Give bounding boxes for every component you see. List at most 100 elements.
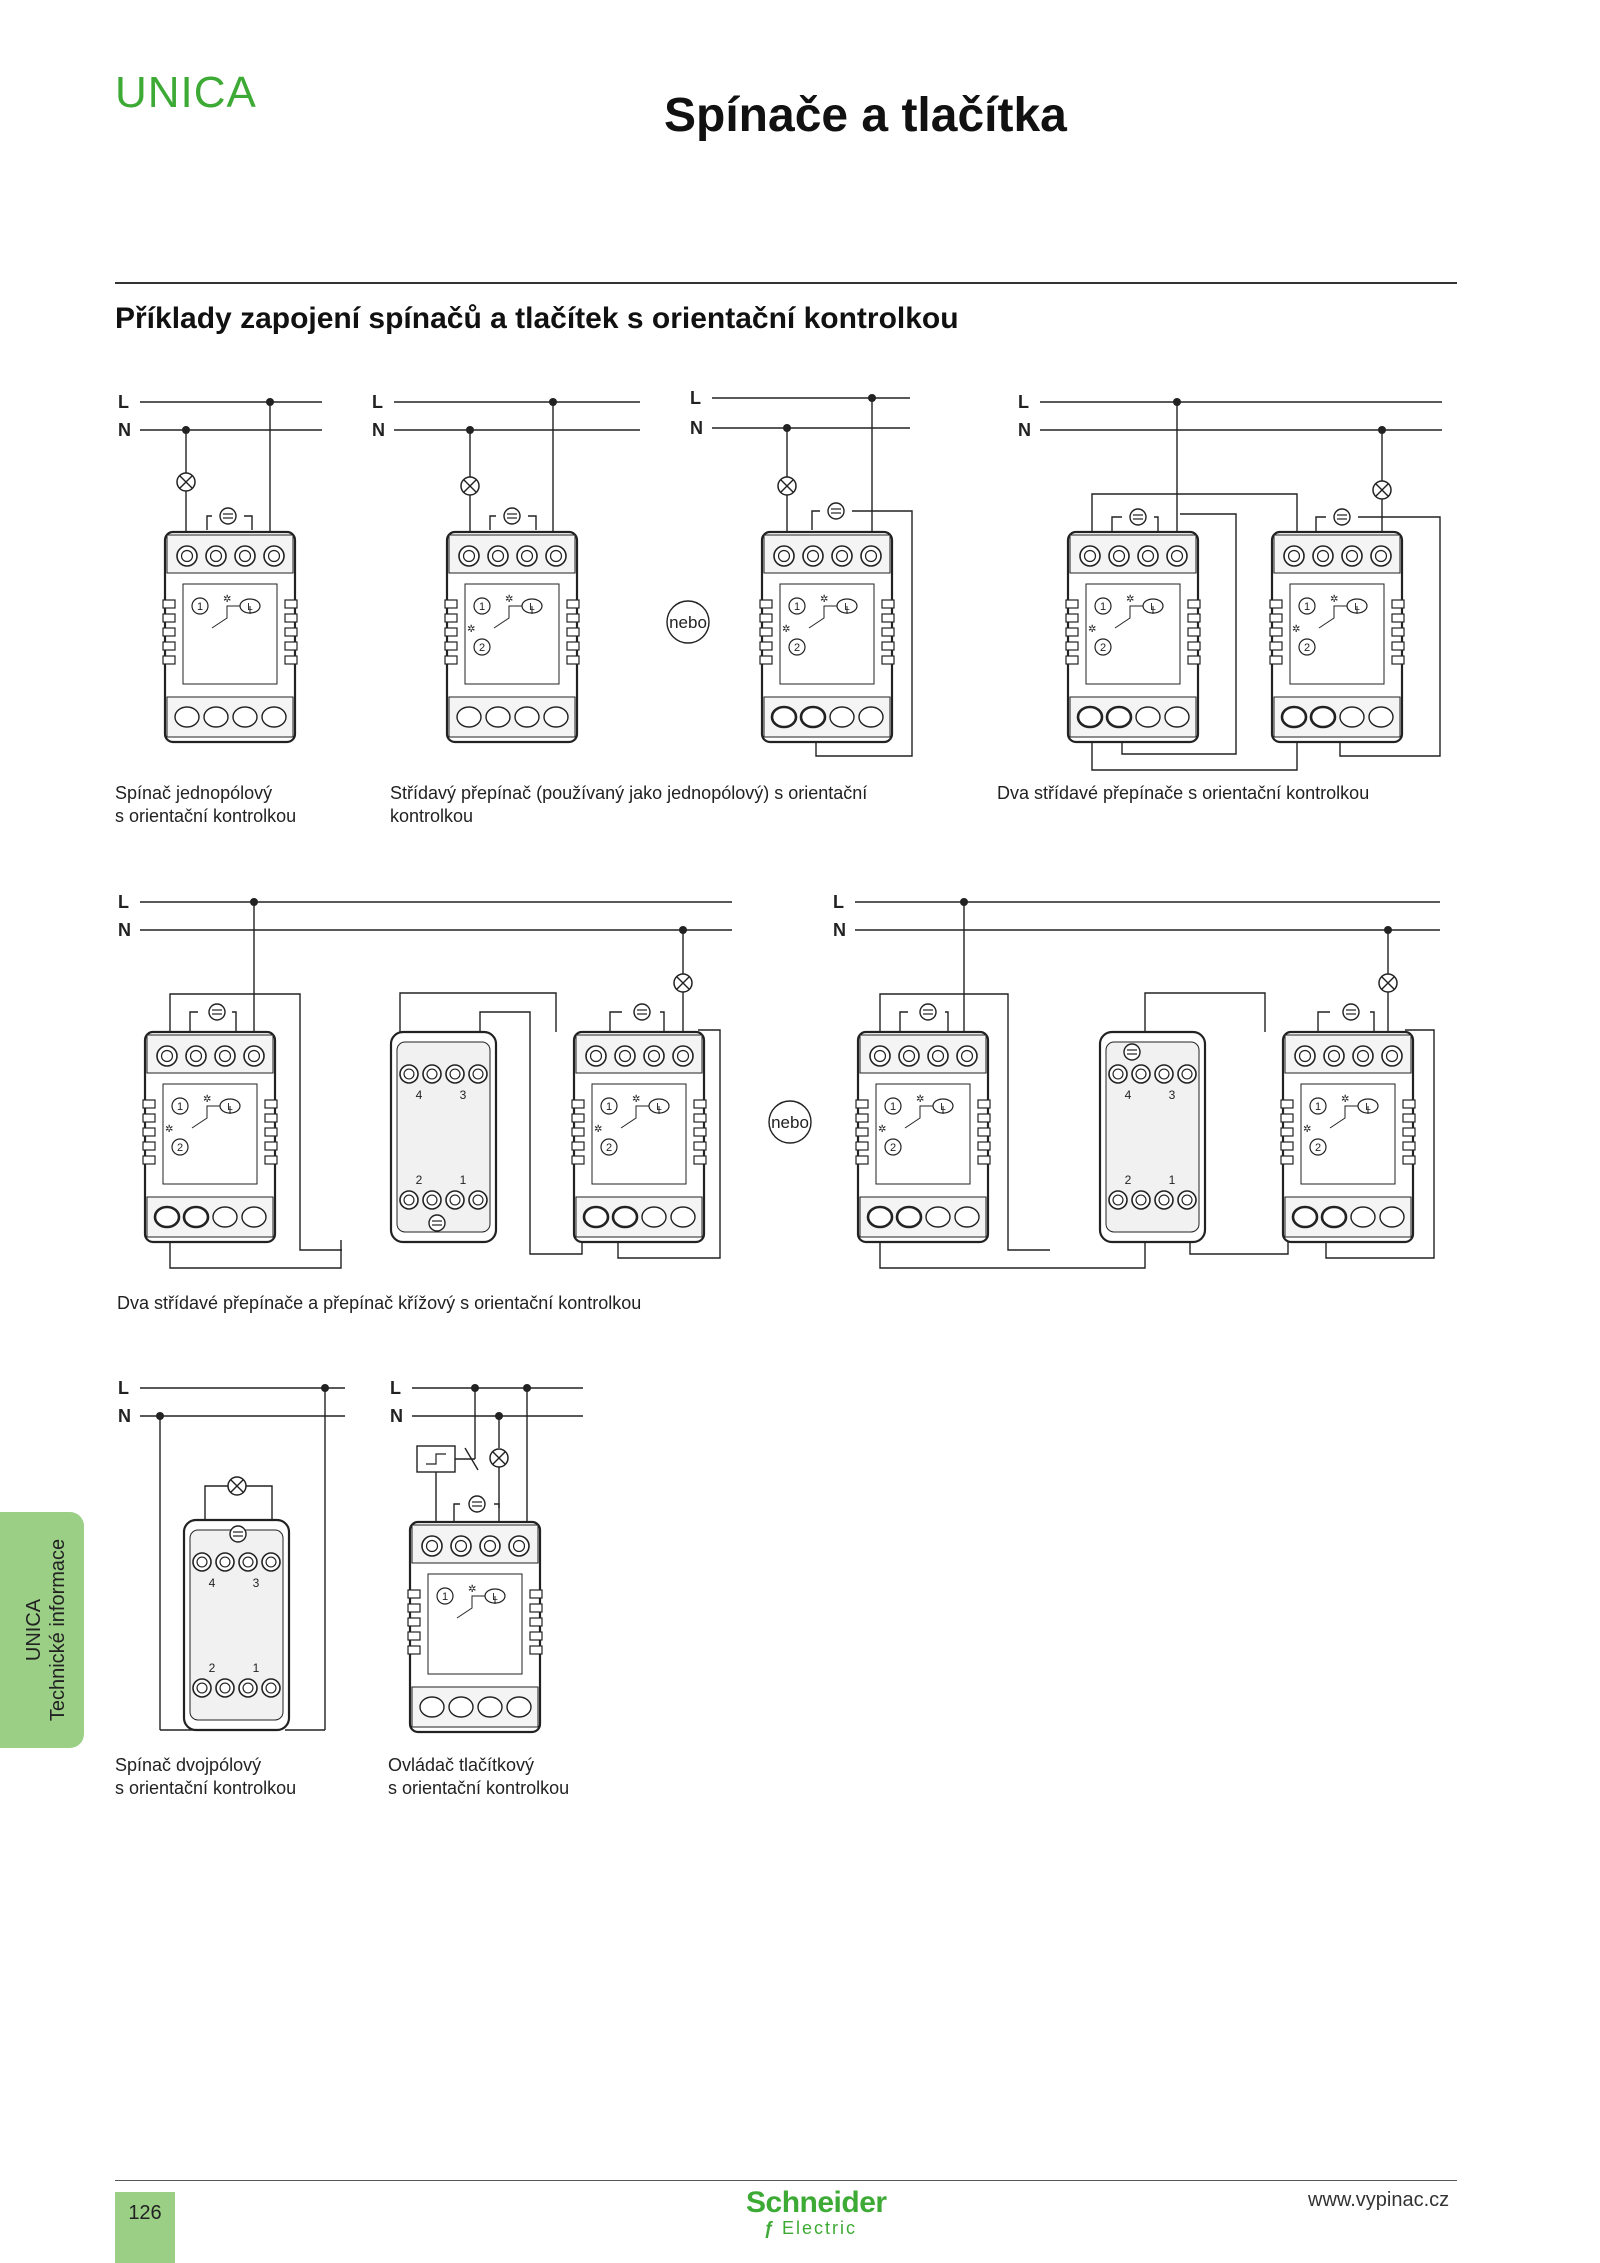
body-rib — [284, 655, 298, 665]
terminal-screw-icon — [156, 1045, 178, 1067]
terminal-screw-icon — [614, 1045, 636, 1067]
terminal-screw-icon — [1350, 1206, 1376, 1228]
body-rib — [693, 1127, 707, 1137]
terminal-screw-icon — [829, 706, 855, 728]
terminal-screw-icon — [462, 549, 476, 563]
terminal-marker-icon — [1298, 597, 1316, 615]
body-rib — [1187, 655, 1201, 665]
terminal-screw-icon — [203, 706, 229, 728]
terminal-label: 1 — [253, 1661, 260, 1675]
terminal-label: 2 — [177, 1142, 183, 1154]
wire — [1091, 740, 1298, 771]
terminal-screw-icon — [777, 549, 791, 563]
diagram-group: LN1L✲LN1L✲2✲neboLN1L✲2✲LN1L✲2✲1L✲2✲LN1L✲… — [118, 388, 1442, 1734]
terminal-screw-icon — [1283, 545, 1305, 567]
body-rib — [1269, 655, 1283, 665]
terminal-screw-icon — [426, 1068, 438, 1080]
bulb-icon: ✲ — [467, 624, 475, 635]
terminal-label: N — [118, 420, 131, 440]
caption-line: s orientační kontrolkou — [115, 806, 297, 826]
body-rib — [1391, 641, 1405, 651]
terminal-marker-icon — [788, 638, 806, 656]
body-rib — [1402, 1127, 1416, 1137]
body-rib — [1402, 1099, 1416, 1109]
body-rib — [881, 599, 895, 609]
terminal-screw-icon — [267, 549, 281, 563]
terminal-screw-icon — [487, 545, 509, 567]
terminal-label: 3 — [460, 1088, 467, 1102]
terminal-label: nebo — [669, 613, 707, 632]
wire — [811, 510, 820, 530]
terminal-screw-icon — [1316, 549, 1330, 563]
logo-mark-icon: ƒ — [764, 2218, 775, 2238]
side-tab-line: UNICA — [23, 1598, 45, 1662]
terminal-screw-icon — [1158, 1194, 1170, 1206]
terminal-marker-icon — [788, 597, 806, 615]
wire — [479, 1011, 583, 1255]
terminal-screw-icon — [261, 1678, 281, 1698]
body-rib — [977, 1155, 991, 1165]
body-rib — [264, 1141, 278, 1151]
body-rib — [566, 641, 580, 651]
indicator-icon — [219, 507, 237, 525]
terminal-screw-icon — [189, 1049, 203, 1063]
wire — [1370, 1011, 1375, 1032]
terminal-marker-icon — [1298, 638, 1316, 656]
caption-push-button: Ovládač tlačítkový s orientační kontrolk… — [388, 1754, 569, 1800]
terminal-screw-icon — [399, 1064, 419, 1084]
terminal-marker-icon — [1094, 597, 1112, 615]
terminal-screw-icon — [468, 1064, 488, 1084]
terminal-label: 2 — [479, 642, 485, 654]
terminal-label: L — [118, 892, 129, 912]
body-rib — [284, 627, 298, 637]
terminal-screw-icon — [425, 1539, 439, 1553]
terminal-screw-icon — [214, 1045, 236, 1067]
terminal-label: 2 — [1125, 1173, 1132, 1187]
wire — [189, 1011, 198, 1032]
caption-two-way-as-single: Střídavý přepínač (používaný jako jednop… — [390, 782, 867, 828]
body-rib — [284, 599, 298, 609]
bulb-icon: ✲ — [203, 1094, 211, 1105]
terminal-label: N — [390, 1406, 403, 1426]
wire — [464, 1447, 479, 1471]
terminal-screw-icon — [1181, 1068, 1193, 1080]
body-rib — [529, 1617, 543, 1627]
terminal-screw-icon — [238, 549, 252, 563]
bulb-icon: ✲ — [916, 1094, 924, 1105]
terminal-label: 2 — [890, 1142, 896, 1154]
body-rib — [529, 1631, 543, 1641]
terminal-label: 3 — [253, 1576, 260, 1590]
wire — [1375, 483, 1389, 497]
terminal-screw-icon — [182, 1205, 210, 1229]
wire — [1144, 992, 1266, 1032]
terminal-label: N — [690, 418, 703, 438]
side-tab[interactable]: UNICA Technické informace — [0, 1512, 84, 1748]
body-rib — [162, 613, 176, 623]
inner-frame — [427, 1573, 523, 1675]
bulb-icon: ✲ — [1126, 594, 1134, 605]
terminal-screw-icon — [1381, 1045, 1403, 1067]
bulb-icon: ✲ — [1330, 594, 1338, 605]
caption-line: Dva střídavé přepínače a přepínač křížov… — [117, 1293, 642, 1313]
body-rib — [407, 1589, 421, 1599]
terminal-screw-icon — [1170, 549, 1184, 563]
wire — [528, 515, 537, 530]
terminal-screw-icon — [1309, 705, 1337, 729]
terminal-screw-icon — [512, 1539, 526, 1553]
wire — [879, 1240, 1146, 1269]
inner-frame — [464, 583, 560, 685]
section-subtitle: Příklady zapojení spínačů a tlačítek s o… — [115, 302, 959, 335]
wire — [780, 479, 794, 493]
body-rib — [264, 1113, 278, 1123]
terminal-screw-icon — [472, 1194, 484, 1206]
terminal-screw-icon — [242, 1682, 254, 1694]
terminal-screw-icon — [209, 549, 223, 563]
terminal-label: L — [118, 1378, 129, 1398]
body-rib — [855, 1113, 869, 1123]
indicator-icon — [919, 1003, 937, 1021]
terminal-screw-icon — [1341, 545, 1363, 567]
terminal-label: 1 — [479, 601, 485, 613]
terminal-screw-icon — [454, 1539, 468, 1553]
terminal-screw-icon — [1079, 545, 1101, 567]
